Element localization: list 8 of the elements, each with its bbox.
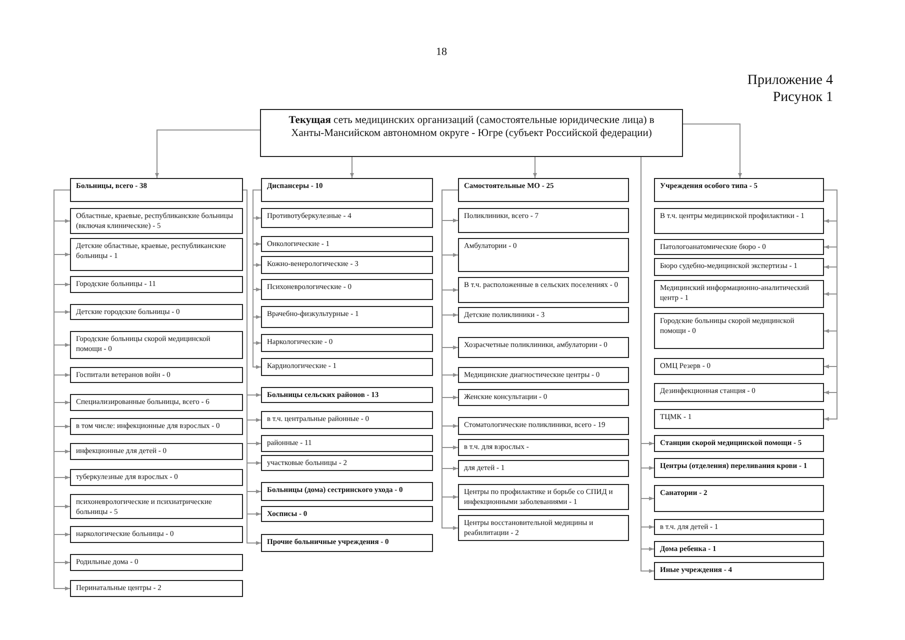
figure-label: Рисунок 1 — [772, 90, 833, 106]
appendix-label: Приложение 4 — [747, 73, 833, 88]
page-number: 18 — [436, 46, 447, 58]
arrow — [155, 130, 260, 178]
arrow — [350, 156, 354, 178]
arrow — [682, 124, 742, 178]
arrow — [533, 156, 537, 178]
root-box: Текущая сеть медицинских организаций (самостоятельные юридические лица) в Ханты-Мансийском автономном округе - Югре (субъект Российской федерации) — [260, 109, 683, 157]
